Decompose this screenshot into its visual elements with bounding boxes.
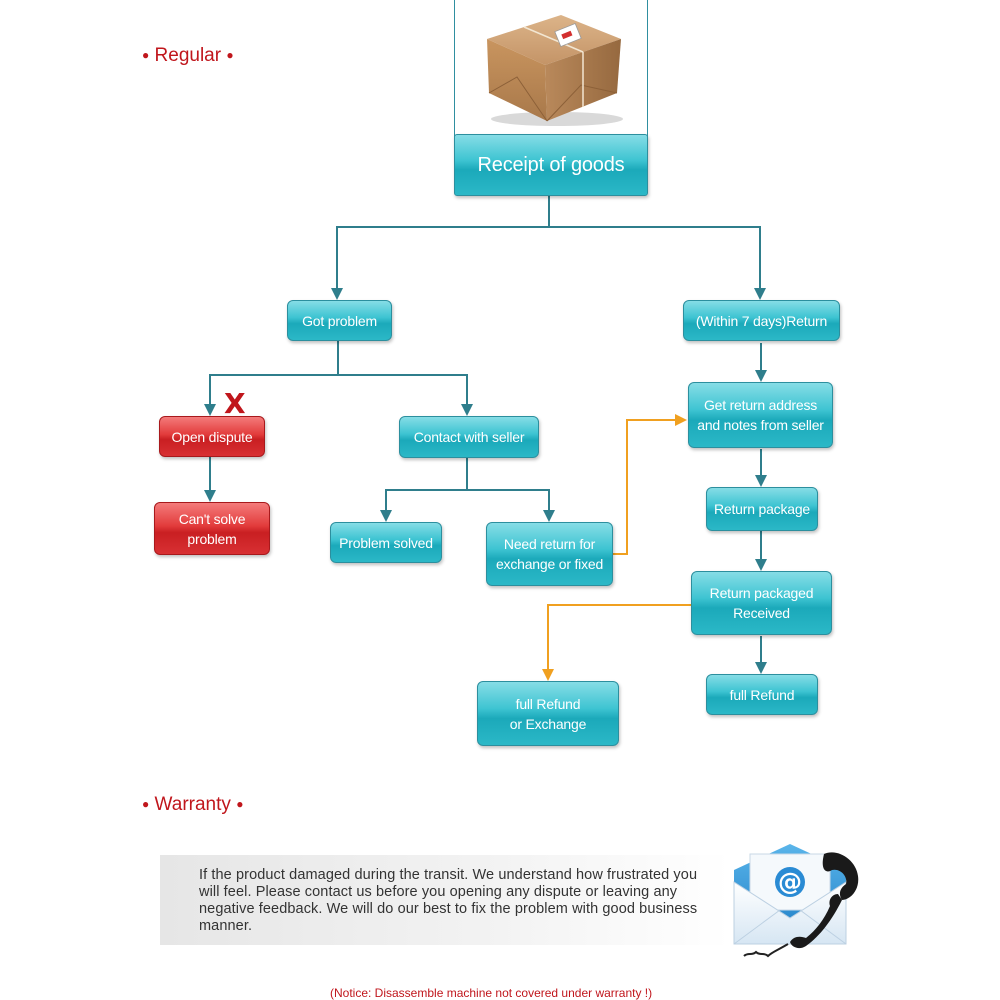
arrowhead	[754, 288, 766, 300]
node-label: Get return address and notes from seller	[697, 397, 824, 433]
warranty-text: If the product damaged during the transi…	[199, 867, 698, 934]
svg-text:@: @	[778, 868, 802, 896]
node-label: Contact with seller	[413, 429, 525, 445]
node-label: Can't solve problem	[178, 510, 246, 547]
bullet-dot: ●	[142, 48, 150, 62]
connector	[467, 489, 550, 512]
arrowhead	[204, 490, 216, 502]
node-label: full Refund or Exchange	[509, 695, 587, 732]
node-return-packaged-received: Return packaged Received	[691, 571, 832, 635]
node-label: Return package	[713, 501, 811, 517]
node-label: Need return for exchange or fixed	[495, 536, 604, 572]
node-label: Receipt of goods	[477, 154, 625, 176]
arrowhead	[461, 404, 473, 416]
phone-icon	[743, 852, 859, 958]
node-label: Got problem	[302, 312, 377, 329]
node-full-refund-or-exchange: full Refund or Exchange	[477, 681, 619, 746]
arrowhead-orange	[542, 669, 554, 681]
arrowhead	[543, 510, 555, 522]
arrowhead	[755, 475, 767, 487]
node-receipt-of-goods: Receipt of goods	[454, 134, 648, 196]
bullet-dot: ●	[142, 797, 150, 811]
node-need-return: Need return for exchange or fixed	[486, 522, 613, 586]
node-label: full Refund	[729, 686, 795, 703]
connector	[209, 341, 339, 406]
node-problem-solved: Problem solved	[330, 522, 442, 563]
node-within-7-days-return: (Within 7 days)Return	[683, 300, 840, 341]
warranty-label: Warranty	[154, 794, 231, 815]
arrowhead	[755, 662, 767, 674]
package-icon	[487, 15, 623, 126]
node-get-return-address: Get return address and notes from seller	[688, 382, 833, 448]
arrowhead	[204, 404, 216, 416]
node-contact-with-seller: Contact with seller	[399, 416, 539, 458]
connector	[385, 458, 468, 512]
package-image-frame	[454, 0, 648, 139]
contact-illustration: @	[733, 844, 859, 958]
connector	[338, 374, 468, 406]
bullet-dot: ●	[236, 797, 244, 811]
node-open-dispute: Open dispute	[159, 416, 265, 457]
bullet-dot: ●	[226, 48, 234, 62]
connector	[336, 195, 550, 290]
node-label: Problem solved	[339, 534, 433, 551]
section-title-regular: ● Regular ●	[142, 45, 234, 67]
arrowhead-orange	[675, 414, 687, 426]
connector	[549, 226, 761, 290]
warranty-panel	[160, 855, 730, 945]
node-return-package: Return package	[706, 487, 818, 531]
arrowhead	[755, 559, 767, 571]
connector-orange	[613, 419, 677, 555]
section-title-warranty: ● Warranty ●	[142, 794, 243, 816]
node-label: Open dispute	[171, 428, 253, 445]
x-icon: X	[224, 387, 246, 420]
node-label: Return packaged Received	[709, 585, 814, 621]
arrowhead	[380, 510, 392, 522]
regular-label: Regular	[154, 45, 222, 66]
connector-orange	[547, 604, 691, 671]
node-full-refund: full Refund	[706, 674, 818, 715]
warranty-notice: (Notice: Disassemble machine not covered…	[330, 986, 653, 1000]
arrowhead	[755, 370, 767, 382]
node-got-problem: Got problem	[287, 300, 392, 341]
arrowhead	[331, 288, 343, 300]
node-label: (Within 7 days)Return	[695, 312, 828, 329]
node-cant-solve-problem: Can't solve problem	[154, 502, 270, 555]
